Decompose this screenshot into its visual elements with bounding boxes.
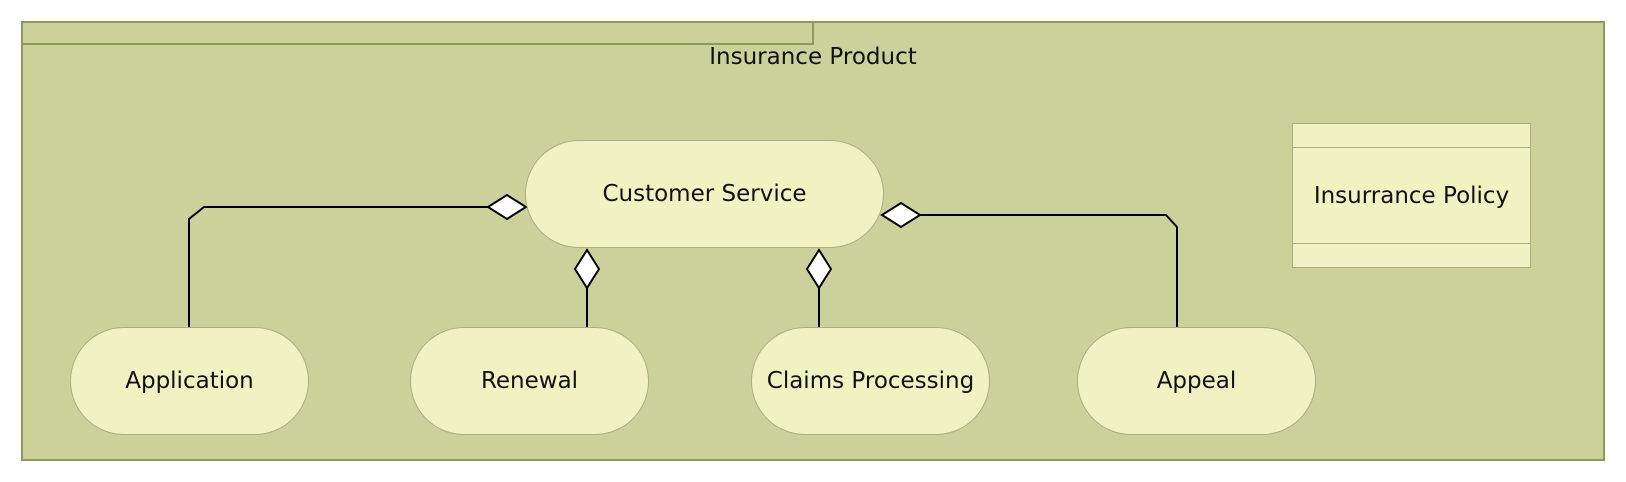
service-label: Claims Processing [766, 368, 975, 394]
service-label: Application [125, 368, 254, 394]
object-footer-divider [1293, 243, 1530, 244]
service-application[interactable]: Application [70, 327, 309, 435]
object-header-divider [1293, 147, 1530, 148]
service-customer-service[interactable]: Customer Service [525, 140, 884, 248]
service-label: Customer Service [602, 181, 807, 207]
service-label: Renewal [480, 368, 579, 394]
product-tab [21, 21, 814, 45]
aggregation-diamond-right [880, 201, 922, 229]
service-appeal[interactable]: Appeal [1077, 327, 1316, 435]
aggregation-diamond-renewal [573, 248, 601, 290]
aggregation-diamond-left [486, 193, 528, 221]
service-label: Appeal [1156, 368, 1237, 394]
service-renewal[interactable]: Renewal [410, 327, 649, 435]
connector-application [188, 206, 488, 327]
product-title: Insurance Product [709, 44, 917, 70]
aggregation-diamond-claims [805, 248, 833, 290]
business-object-insurance-policy[interactable]: Insurrance Policy [1292, 123, 1531, 268]
object-label: Insurrance Policy [1313, 182, 1510, 209]
service-claims-processing[interactable]: Claims Processing [751, 327, 990, 435]
connector-appeal [920, 214, 1178, 327]
